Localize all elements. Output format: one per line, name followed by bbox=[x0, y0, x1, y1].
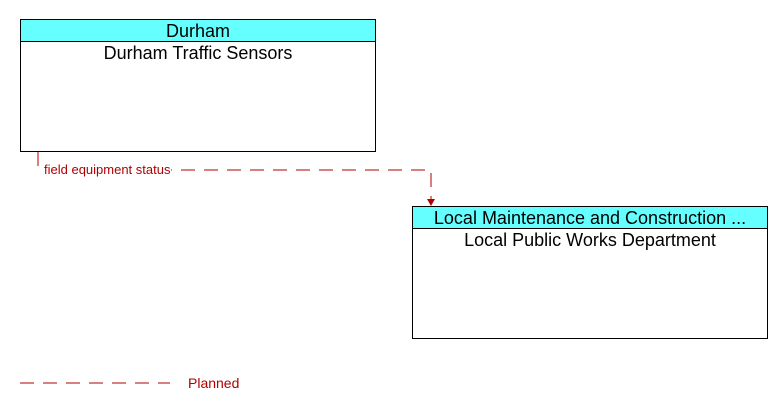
node-local-public-works-department[interactable]: Local Maintenance and Construction ... L… bbox=[412, 206, 768, 339]
node-title-durham-traffic-sensors: Durham Traffic Sensors bbox=[103, 43, 293, 63]
flow-line-field-equipment-status[interactable] bbox=[37, 152, 432, 200]
flow-label-field-equipment-status: field equipment status bbox=[43, 162, 172, 177]
arrowhead-icon bbox=[427, 199, 435, 206]
node-header-local-maintenance: Local Maintenance and Construction ... bbox=[413, 207, 767, 229]
legend-planned-label: Planned bbox=[188, 375, 240, 391]
node-title-local-public-works-department: Local Public Works Department bbox=[464, 230, 716, 250]
node-header-durham: Durham bbox=[21, 20, 375, 42]
node-durham-traffic-sensors[interactable]: Durham Durham Traffic Sensors bbox=[20, 19, 376, 152]
